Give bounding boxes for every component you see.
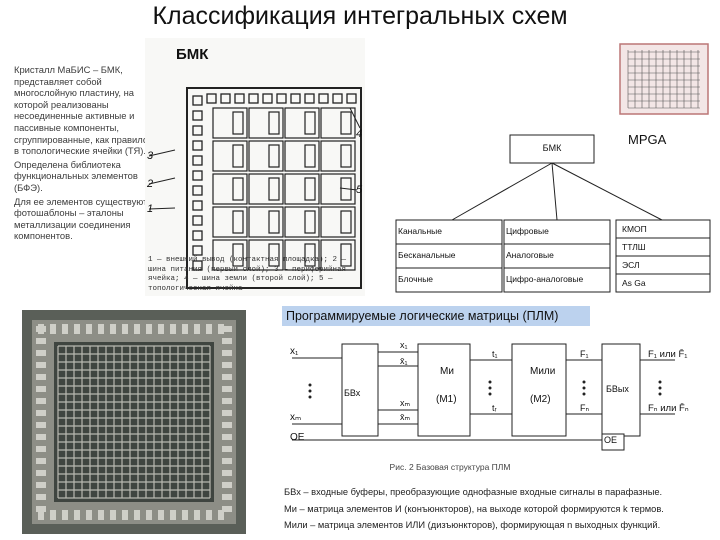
callout-1: 1 bbox=[147, 203, 154, 215]
tree-mid-2: Аналоговые bbox=[506, 250, 554, 260]
plm-and-line-nx1: x̄₁ bbox=[400, 356, 408, 366]
plm-block-bvyx: БВых bbox=[606, 384, 629, 394]
plm-block-m1: (M1) bbox=[436, 394, 457, 405]
plm-diagram bbox=[280, 330, 718, 472]
tree-root: БМК bbox=[542, 143, 562, 153]
page-title: Классификация интегральных схем bbox=[152, 2, 568, 30]
plm-block-mili: Mили bbox=[530, 366, 556, 377]
bmk-structure-drawing bbox=[148, 87, 362, 289]
tree-left-2: Бесканальные bbox=[398, 250, 456, 260]
bmk-figure bbox=[145, 38, 365, 296]
tree-right-4: As Ga bbox=[622, 278, 646, 288]
plm-figure-caption: Рис. 2 Базовая структура ПЛМ bbox=[389, 462, 511, 472]
bmk-description-p3: Для ее элементов существуют фотошаблоны … bbox=[14, 195, 148, 242]
tree-left-1: Канальные bbox=[398, 226, 443, 236]
bmk-description: Кристалл МаБИС – БМК, представляет собой… bbox=[14, 64, 152, 244]
plm-t1: t₁ bbox=[492, 349, 498, 359]
chip-die-photo bbox=[22, 310, 246, 534]
tree-left-3: Блочные bbox=[398, 274, 434, 284]
tree-right-2: ТТЛШ bbox=[622, 242, 646, 252]
plm-fn: Fₙ bbox=[580, 403, 590, 413]
callout-2: 2 bbox=[147, 178, 154, 190]
callout-3: 3 bbox=[147, 150, 154, 162]
mpga-label: MPGA bbox=[628, 132, 667, 147]
mpga-chip-image bbox=[614, 38, 714, 118]
plm-legend-mili: Mили – матрица элементов ИЛИ (дизъюнктор… bbox=[284, 520, 661, 530]
plm-and-line-xm: xₘ bbox=[400, 398, 411, 408]
plm-output-1: F₁ или F̄₁ bbox=[648, 349, 688, 360]
plm-input-xm: xₘ bbox=[290, 412, 302, 423]
plm-f1: F₁ bbox=[580, 349, 589, 359]
classification-tree bbox=[392, 125, 714, 295]
plm-tr: tᵣ bbox=[492, 403, 497, 413]
bmk-description-p1: Кристалл МаБИС – БМК, представляет собой… bbox=[14, 64, 151, 157]
plm-output-n: Fₙ или F̄ₙ bbox=[648, 403, 689, 414]
bmk-label: БМК bbox=[176, 46, 209, 63]
plm-block-oe: OE bbox=[604, 435, 618, 445]
tree-mid-1: Цифровые bbox=[506, 226, 549, 236]
plm-legend: БВх – входные буферы, преобразующие одно… bbox=[284, 484, 714, 534]
plm-block-bvx: БВх bbox=[344, 388, 361, 398]
callout-5: 5 bbox=[356, 184, 363, 196]
bmk-caption: 1 — внешний вывод (контактная площадка);… bbox=[148, 256, 347, 293]
plm-input-oe: OE bbox=[290, 432, 305, 443]
callout-4: 4 bbox=[356, 128, 363, 140]
plm-block-m2: (M2) bbox=[530, 394, 551, 405]
plm-and-line-nxm: x̄ₘ bbox=[400, 412, 411, 422]
plm-block-mi: Mи bbox=[440, 366, 454, 377]
tree-right-1: КМОП bbox=[622, 224, 647, 234]
tree-right-3: ЭСЛ bbox=[622, 260, 640, 270]
plm-input-x1: x₁ bbox=[290, 346, 299, 357]
plm-and-line-x1: x₁ bbox=[400, 340, 408, 350]
bmk-description-p2: Определена библиотека функциональных эле… bbox=[14, 158, 138, 193]
tree-mid-3: Цифро-аналоговые bbox=[506, 274, 584, 284]
plm-legend-bvx: БВх – входные буферы, преобразующие одно… bbox=[284, 487, 663, 497]
plm-legend-mi: Mи – матрица элементов И (конъюнкторов),… bbox=[284, 503, 664, 514]
plm-header: Программируемые логические матрицы (ПЛМ) bbox=[282, 306, 590, 326]
